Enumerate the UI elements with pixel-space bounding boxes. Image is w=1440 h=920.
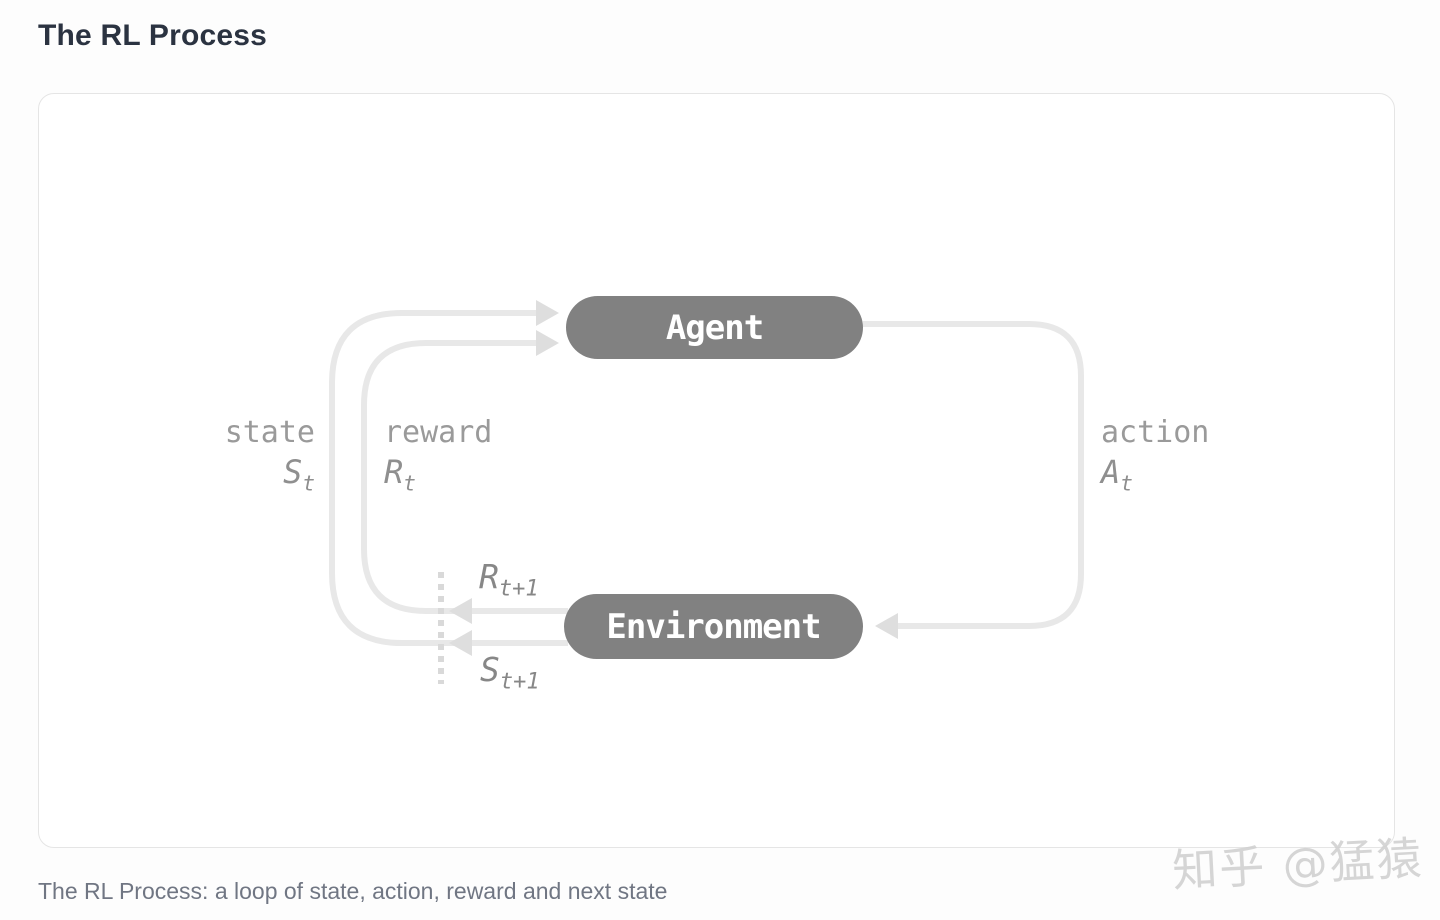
next-state-label: St+1 [480, 650, 540, 695]
reward-loop-path [361, 340, 568, 614]
state-to-agent-arrowhead [536, 300, 559, 326]
diagram-card: Agent Environment state St reward Rt act… [38, 93, 1395, 848]
state-symbol: St [283, 453, 315, 496]
figure-caption: The RL Process: a loop of state, action,… [38, 878, 668, 904]
action-loop-path [863, 321, 1084, 629]
agent-node: Agent [566, 296, 863, 359]
state-label: state St [169, 414, 315, 504]
reward-label: reward Rt [384, 414, 492, 504]
action-to-environment-arrowhead [875, 613, 898, 639]
next-reward-arrowhead [449, 598, 472, 624]
agent-node-label: Agent [665, 307, 764, 348]
action-word: action [1101, 415, 1210, 450]
rl-loop-diagram [329, 300, 1084, 684]
action-symbol: At [1101, 453, 1133, 496]
next-reward-label: Rt+1 [479, 557, 539, 602]
reward-word: reward [384, 415, 493, 450]
next-state-arrowhead [449, 630, 472, 656]
reward-symbol: Rt [384, 453, 416, 496]
watermark: 知乎 @猛猿 [1170, 831, 1425, 898]
page-title: The RL Process [38, 19, 268, 52]
state-word: state [224, 415, 315, 450]
reward-to-agent-arrowhead [536, 330, 559, 356]
state-loop-path [329, 310, 568, 646]
environment-node: Environment [564, 594, 863, 659]
environment-node-label: Environment [606, 606, 821, 647]
action-label: action At [1101, 414, 1209, 504]
